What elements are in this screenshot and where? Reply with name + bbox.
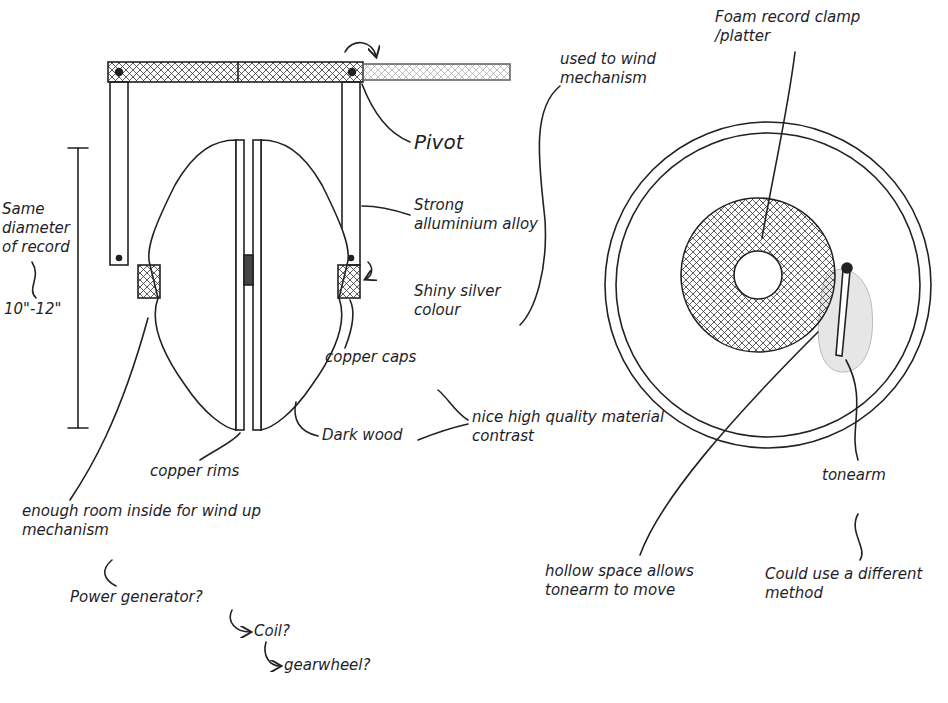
annotation-label: Strong alluminium alloy: [414, 196, 539, 234]
annotation-label: copper rims: [150, 462, 280, 481]
annotation-label: Power generator?: [70, 588, 240, 607]
annotation-label: Same diameter of record: [2, 200, 80, 256]
annotation-label: Shiny silver colour: [414, 282, 524, 320]
annotation-label: gearwheel?: [284, 656, 404, 675]
annotation-label: 10"-12": [4, 300, 74, 319]
annotation-label: Dark wood: [322, 426, 442, 445]
annotation-label: tonearm: [822, 466, 932, 485]
annotation-label: hollow space allows tonearm to move: [545, 562, 705, 600]
annotation-label: used to wind mechanism: [560, 50, 700, 88]
annotation-label: Pivot: [414, 130, 494, 155]
annotation-label: copper caps: [325, 348, 455, 367]
annotation-label: Coil?: [254, 622, 324, 641]
annotation-label: nice high quality material contrast: [472, 408, 702, 446]
annotation-label: Foam record clamp /platter: [715, 8, 895, 46]
annotation-label: Could use a different method: [765, 565, 940, 603]
annotation-label: enough room inside for wind up mechanism: [22, 502, 272, 540]
